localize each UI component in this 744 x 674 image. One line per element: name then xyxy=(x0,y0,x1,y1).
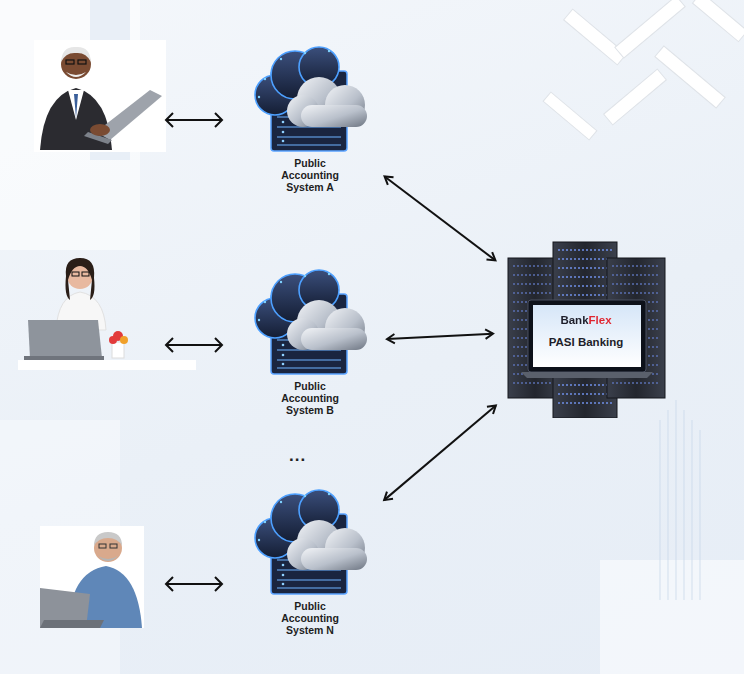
server-slot xyxy=(612,382,660,383)
node-label: Public Accounting System A xyxy=(277,157,343,193)
server-slot xyxy=(558,384,612,385)
server-slot xyxy=(558,285,612,286)
screen-text-box: BankFlexPASI Banking xyxy=(505,313,667,357)
person-arrows xyxy=(166,113,222,591)
connector xyxy=(387,329,493,343)
arrow-head xyxy=(485,329,493,338)
server-slot xyxy=(513,292,557,293)
server-slot xyxy=(612,292,660,293)
connector xyxy=(385,176,496,260)
cloud-symbol xyxy=(255,47,367,151)
person-b xyxy=(18,258,196,370)
connector-line xyxy=(387,334,493,339)
arrow-head xyxy=(487,405,496,414)
laptop-base xyxy=(521,372,653,378)
arrow-head xyxy=(387,334,395,343)
brand-name: BankFlex xyxy=(560,313,611,327)
server-slot xyxy=(558,294,612,295)
server-slot xyxy=(558,393,612,394)
cloud-server-icon xyxy=(245,45,375,153)
arrow-head xyxy=(486,252,495,260)
server-slot xyxy=(558,267,612,268)
server-slot xyxy=(612,265,660,266)
cloud-node: Public Accounting System B xyxy=(245,268,375,418)
connector-line xyxy=(385,176,496,260)
node-label: Public Accounting System N xyxy=(277,600,343,636)
server-slot xyxy=(612,274,660,275)
server-slot xyxy=(558,249,612,250)
server-slot xyxy=(513,265,557,266)
cloud-symbol xyxy=(255,270,367,374)
server-rack-icon xyxy=(505,240,667,418)
product-name: PASI Banking xyxy=(549,335,624,349)
arrow-head xyxy=(385,176,394,184)
laptop-screen xyxy=(533,305,641,367)
cloud-symbol xyxy=(255,490,367,594)
ellipsis-label: ... xyxy=(289,446,306,466)
server-node: BankFlexPASI Banking xyxy=(505,240,667,418)
server-slot xyxy=(558,402,612,403)
server-slot xyxy=(558,258,612,259)
cloud-server-icon xyxy=(245,488,375,596)
person-a xyxy=(34,40,166,152)
laptop-frame xyxy=(528,300,646,372)
server-slot xyxy=(558,276,612,277)
cloud-server-icon xyxy=(245,268,375,376)
connector-line xyxy=(384,405,496,500)
server-slot xyxy=(513,382,557,383)
cloud-node: Public Accounting System N xyxy=(245,488,375,638)
server-slot xyxy=(513,274,557,275)
person-n xyxy=(40,526,144,628)
server-slot xyxy=(612,283,660,284)
node-label: Public Accounting System B xyxy=(277,380,343,416)
arrow-head xyxy=(384,492,393,501)
server-slot xyxy=(513,283,557,284)
cloud-node: Public Accounting System A xyxy=(245,45,375,195)
connector xyxy=(384,405,496,500)
